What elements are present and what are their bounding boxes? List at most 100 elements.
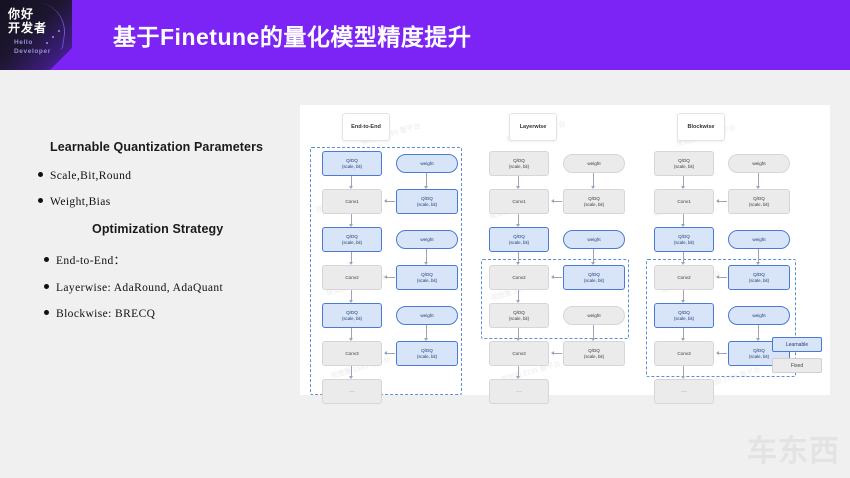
node-label: Conv2	[345, 274, 359, 280]
node-weight-2[interactable]: weight	[563, 230, 625, 249]
node-conv1[interactable]: Conv1	[654, 189, 714, 214]
legend-item-fixed: Fixed	[772, 358, 822, 373]
node-conv1[interactable]: Conv1	[489, 189, 549, 214]
node-qdq-activation-3[interactable]: Q/DQ (scale, bit)	[654, 303, 714, 328]
node-conv2[interactable]: Conv2	[654, 265, 714, 290]
node-conv2[interactable]: Conv2	[489, 265, 549, 290]
node-label: Conv2	[512, 274, 526, 280]
node-weight-1[interactable]: weight	[396, 154, 458, 173]
arrow-down-icon	[756, 325, 760, 341]
node-qdq-activation-1[interactable]: Q/DQ (scale, bit)	[654, 151, 714, 176]
logo-dot-icon	[52, 36, 54, 38]
node-label: weight	[587, 160, 601, 166]
node-sublabel: (scale, bit)	[341, 163, 363, 169]
page-title: 基于Finetune的量化模型精度提升	[113, 24, 472, 50]
node-label: Q/DQ	[421, 195, 433, 201]
arrow-down-icon	[424, 173, 428, 189]
node-conv3[interactable]: Conv3	[654, 341, 714, 366]
node-qdq-activation-2[interactable]: Q/DQ (scale, bit)	[322, 227, 382, 252]
bullet-dot-icon	[44, 257, 49, 262]
node-weight-3[interactable]: weight	[563, 306, 625, 325]
bullet-dot-icon	[44, 310, 49, 315]
node-label: ...	[516, 387, 522, 395]
list-item: Weight,Bias	[38, 196, 300, 208]
heading-optimization-strategy: Optimization Strategy	[92, 222, 224, 236]
arrow-down-icon	[349, 290, 353, 303]
node-qdq-weight-1[interactable]: Q/DQ (scale, bit)	[563, 189, 625, 214]
node-ellipsis[interactable]: ...	[489, 379, 549, 404]
node-label: Q/DQ	[513, 157, 525, 163]
arrow-left-icon	[551, 350, 562, 355]
node-qdq-weight-1[interactable]: Q/DQ (scale, bit)	[396, 189, 458, 214]
node-label: Q/DQ	[421, 347, 433, 353]
arrow-left-icon	[716, 198, 727, 203]
node-conv1[interactable]: Conv1	[322, 189, 382, 214]
node-weight-2[interactable]: weight	[728, 230, 790, 249]
node-label: Conv2	[677, 274, 691, 280]
node-label: Q/DQ	[588, 195, 600, 201]
node-qdq-weight-2[interactable]: Q/DQ (scale, bit)	[728, 265, 790, 290]
node-label: Q/DQ	[346, 233, 358, 239]
node-conv2[interactable]: Conv2	[322, 265, 382, 290]
node-label: ...	[681, 387, 687, 395]
arrow-down-icon	[349, 366, 353, 379]
node-weight-2[interactable]: weight	[396, 230, 458, 249]
node-weight-3[interactable]: weight	[728, 306, 790, 325]
node-qdq-activation-1[interactable]: Q/DQ (scale, bit)	[489, 151, 549, 176]
arrow-down-icon	[681, 290, 685, 303]
arrow-down-icon	[349, 328, 353, 341]
arrow-down-icon	[424, 325, 428, 341]
flow-graph: Q/DQ (scale, bit) Conv1 Q/DQ (scale, bit…	[487, 151, 627, 404]
node-qdq-weight-2[interactable]: Q/DQ (scale, bit)	[396, 265, 458, 290]
node-label: Q/DQ	[678, 157, 690, 163]
node-ellipsis[interactable]: ...	[654, 379, 714, 404]
arrow-left-icon	[384, 350, 395, 355]
node-qdq-weight-3[interactable]: Q/DQ (scale, bit)	[396, 341, 458, 366]
node-sublabel: (scale, bit)	[748, 353, 770, 359]
arrow-down-icon	[681, 214, 685, 227]
node-qdq-weight-2[interactable]: Q/DQ (scale, bit)	[563, 265, 625, 290]
arrow-down-icon	[424, 249, 428, 265]
node-sublabel: (scale, bit)	[508, 163, 530, 169]
node-label: ...	[349, 387, 355, 395]
node-qdq-activation-1[interactable]: Q/DQ (scale, bit)	[322, 151, 382, 176]
left-text-column: Learnable Quantization Parameters Scale,…	[38, 140, 300, 334]
flow-graph: Q/DQ (scale, bit) Conv1 Q/DQ (scale, bit…	[320, 151, 460, 404]
list-item-label: Layerwise: AdaRound, AdaQuant	[56, 282, 224, 294]
node-weight-3[interactable]: weight	[396, 306, 458, 325]
node-sublabel: (scale, bit)	[583, 277, 605, 283]
node-qdq-activation-3[interactable]: Q/DQ (scale, bit)	[489, 303, 549, 328]
diagram-panel: 视觉图 2195 智平台 视觉图 2195 智平台 视觉图 2195 智平台 视…	[300, 105, 830, 404]
arrow-down-icon	[349, 176, 353, 189]
node-label: Q/DQ	[678, 309, 690, 315]
node-label: Q/DQ	[588, 347, 600, 353]
node-label: Q/DQ	[346, 157, 358, 163]
node-sublabel: (scale, bit)	[341, 239, 363, 245]
bullet-dot-icon	[38, 172, 43, 177]
node-weight-1[interactable]: weight	[728, 154, 790, 173]
node-sublabel: (scale, bit)	[748, 277, 770, 283]
brand-logo: 你好 开发者 Hello Developer	[0, 0, 72, 70]
arrow-left-icon	[551, 274, 562, 279]
arrow-down-icon	[681, 176, 685, 189]
node-qdq-weight-1[interactable]: Q/DQ (scale, bit)	[728, 189, 790, 214]
node-label: Q/DQ	[753, 195, 765, 201]
node-ellipsis[interactable]: ...	[322, 379, 382, 404]
node-qdq-activation-2[interactable]: Q/DQ (scale, bit)	[489, 227, 549, 252]
node-conv3[interactable]: Conv3	[322, 341, 382, 366]
node-qdq-activation-3[interactable]: Q/DQ (scale, bit)	[322, 303, 382, 328]
node-conv3[interactable]: Conv3	[489, 341, 549, 366]
node-weight-1[interactable]: weight	[563, 154, 625, 173]
page-header: 你好 开发者 Hello Developer 基于Finetune的量化模型精度…	[0, 0, 850, 70]
node-label: weight	[752, 236, 766, 242]
brand-logo-en-line2: Developer	[14, 48, 51, 55]
node-qdq-weight-3[interactable]: Q/DQ (scale, bit)	[563, 341, 625, 366]
node-label: Q/DQ	[513, 309, 525, 315]
node-sublabel: (scale, bit)	[673, 239, 695, 245]
node-sublabel: (scale, bit)	[416, 201, 438, 207]
node-label: weight	[420, 236, 434, 242]
node-label: weight	[587, 236, 601, 242]
flow-graph: Q/DQ (scale, bit) Conv1 Q/DQ (scale, bit…	[652, 151, 792, 404]
list-item: Blockwise: BRECQ	[44, 308, 300, 320]
node-qdq-activation-2[interactable]: Q/DQ (scale, bit)	[654, 227, 714, 252]
